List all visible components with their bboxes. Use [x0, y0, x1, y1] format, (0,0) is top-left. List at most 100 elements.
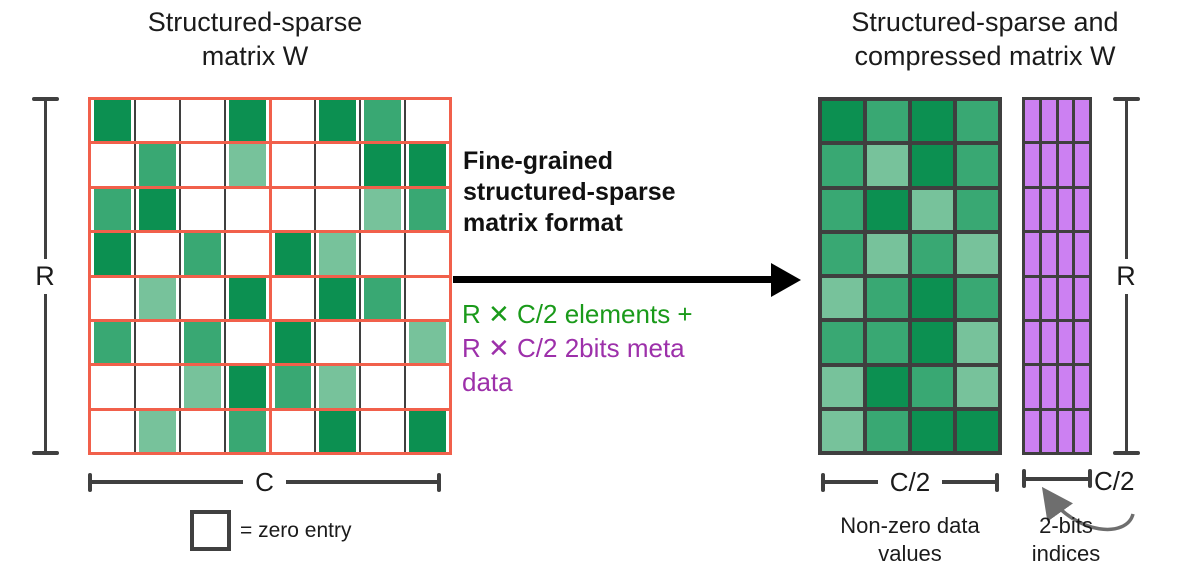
index-cell [1058, 144, 1073, 186]
index-cell [1075, 233, 1089, 275]
index-cell [1058, 188, 1073, 231]
value-cell [912, 145, 953, 186]
index-cell [1058, 100, 1073, 142]
sparse-group [268, 230, 452, 278]
bracket-tick [1088, 469, 1092, 488]
value-cell [912, 233, 953, 274]
index-cell [1075, 144, 1089, 186]
value-cell [867, 101, 908, 142]
left-matrix-title: Structured-sparse matrix W [60, 6, 450, 74]
matrix-cell [359, 233, 404, 275]
value-cell [822, 322, 863, 363]
indices-caption-line1: 2-bits [1039, 513, 1093, 538]
value-cell [822, 366, 863, 407]
index-cell [1041, 100, 1056, 142]
matrix-cell [314, 144, 359, 186]
index-cell [1025, 144, 1039, 186]
bracket-tick [31, 97, 59, 101]
sparse-group [268, 407, 452, 455]
value-cell [912, 410, 953, 451]
format-heading-line2: structured-sparse [463, 178, 676, 206]
bracket-line [43, 101, 47, 259]
two-bit-indices-matrix [1022, 97, 1092, 455]
matrix-cell [133, 233, 179, 275]
value-cell [822, 145, 863, 186]
bracket-line [825, 480, 878, 484]
left-title-line1: Structured-sparse [147, 7, 363, 37]
value-cell [867, 322, 908, 363]
values-c2-label: C/2 [889, 467, 931, 497]
sparse-group [268, 97, 452, 145]
sparse-group [88, 97, 272, 145]
bracket-line [92, 480, 244, 484]
bracket-line [942, 480, 995, 484]
sparse-group [88, 141, 272, 189]
nonzero-values-matrix [818, 97, 1002, 455]
index-cell [1025, 410, 1039, 452]
matrix-cell [133, 144, 179, 186]
value-cell [867, 410, 908, 451]
matrix-cell [91, 321, 134, 364]
index-cell [1025, 188, 1039, 231]
matrix-cell [359, 144, 404, 186]
index-cell [1041, 321, 1056, 364]
matrix-cell [314, 100, 359, 142]
matrix-cell [223, 100, 269, 142]
metadata-formula-line2: data [462, 367, 513, 397]
matrix-cell [178, 277, 224, 319]
sparse-group [88, 230, 272, 278]
matrix-cell [223, 410, 269, 452]
index-cell [1058, 321, 1073, 364]
matrix-cell [91, 188, 134, 231]
matrix-cell [272, 233, 315, 275]
matrix-cell [359, 277, 404, 319]
format-heading: Fine-grained structured-sparse matrix fo… [463, 146, 676, 239]
matrix-cell [178, 100, 224, 142]
matrix-cell [91, 410, 134, 452]
matrix-cell [178, 321, 224, 364]
matrix-cell [272, 188, 315, 231]
sparse-group [88, 318, 272, 367]
right-title-line1: Structured-sparse and [851, 7, 1119, 37]
value-cell [912, 278, 953, 319]
matrix-cell [314, 410, 359, 452]
value-cell [867, 278, 908, 319]
matrix-cell [314, 233, 359, 275]
matrix-cell [359, 188, 404, 231]
left-r-label: R [35, 260, 55, 291]
matrix-cell [404, 277, 449, 319]
metadata-formula-line1: R ✕ C/2 2bits meta [462, 333, 685, 363]
zero-entry-legend: = zero entry [190, 510, 351, 551]
matrix-cell [223, 321, 269, 364]
matrix-cell [178, 188, 224, 231]
matrix-cell [133, 410, 179, 452]
sparse-group [268, 141, 452, 189]
value-cell [912, 366, 953, 407]
value-cell [957, 145, 998, 186]
value-cell [822, 101, 863, 142]
bracket-tick [1112, 97, 1140, 101]
matrix-cell [359, 100, 404, 142]
right-matrix-title: Structured-sparse and compressed matrix … [775, 6, 1195, 74]
matrix-cell [272, 410, 315, 452]
indices-caption: 2-bits indices [1022, 512, 1110, 567]
index-cell [1041, 188, 1056, 231]
values-caption-line1: Non-zero data [840, 513, 980, 538]
value-cell [912, 322, 953, 363]
index-cell [1075, 100, 1089, 142]
left-r-bracket: R [25, 97, 65, 455]
index-cell [1075, 321, 1089, 364]
format-heading-line3: matrix format [463, 209, 623, 237]
index-cell [1075, 410, 1089, 452]
index-cell [1041, 410, 1056, 452]
transform-arrow-icon [453, 276, 775, 283]
index-cell [1025, 100, 1039, 142]
values-caption-line2: values [878, 540, 942, 566]
index-cell [1075, 366, 1089, 408]
index-cell [1058, 366, 1073, 408]
index-cell [1041, 144, 1056, 186]
value-cell [957, 278, 998, 319]
index-cell [1025, 233, 1039, 275]
matrix-cell [359, 410, 404, 452]
